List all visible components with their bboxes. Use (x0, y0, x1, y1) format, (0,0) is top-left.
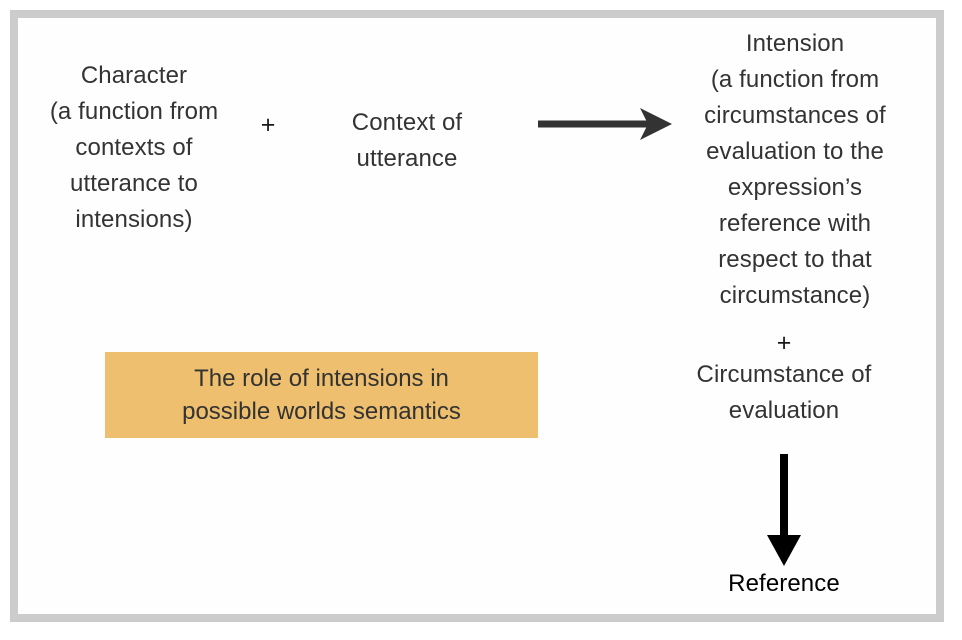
node-reference: Reference (728, 570, 840, 597)
plus-operator-intension-circumstance: + (776, 329, 792, 357)
node-character: Character (a function from contexts of u… (49, 62, 219, 233)
node-circumstance-of-evaluation: Circumstance of evaluation (696, 361, 872, 424)
node-intension: Intension (a function from circumstances… (704, 30, 886, 309)
plus-operator-character-context: + (260, 111, 276, 139)
callout-label: The role of intensions in possible world… (182, 365, 461, 425)
callout-highlight-box: The role of intensions in possible world… (105, 352, 538, 438)
diagram-frame-border (10, 10, 944, 622)
node-context-of-utterance: Context of utterance (351, 109, 463, 172)
arrow-down-icon (760, 452, 808, 568)
arrow-right-icon (536, 102, 676, 146)
